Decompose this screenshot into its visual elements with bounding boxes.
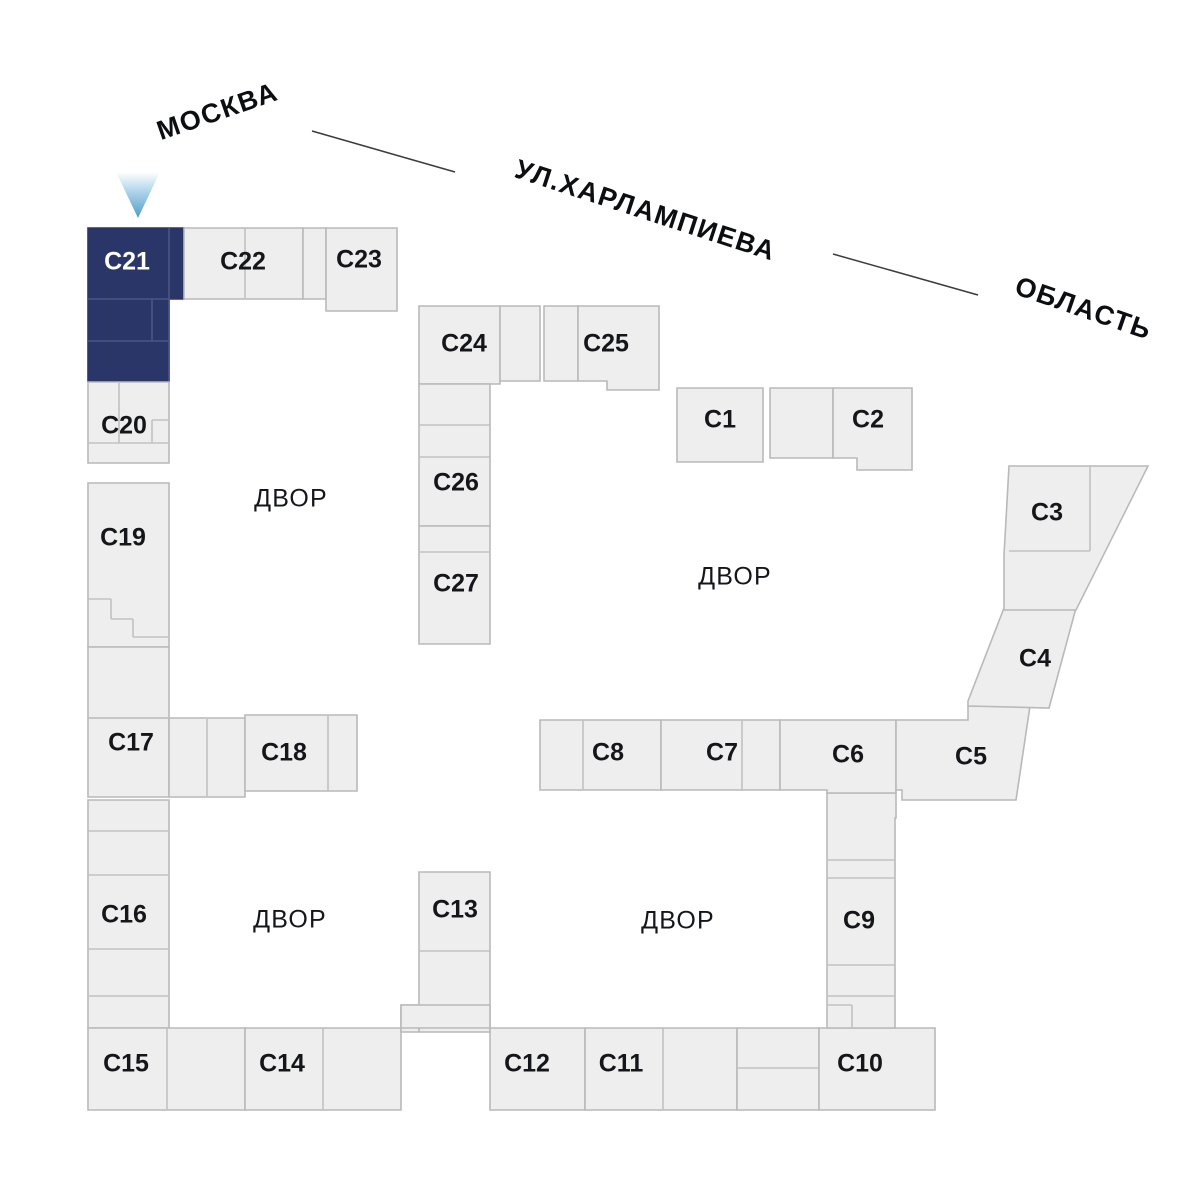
block-group-C10[interactable]: C10 <box>818 1027 936 1111</box>
building-C23-footprint[interactable] <box>325 227 398 312</box>
leader-line-left <box>311 130 456 173</box>
block-label-C22: C22 <box>220 248 266 276</box>
block-label-C24: C24 <box>441 330 487 358</box>
block-label-C11: C11 <box>599 1050 644 1078</box>
building-C27-footprint[interactable] <box>418 525 491 645</box>
road-label-region: ОБЛАСТЬ <box>1011 271 1156 346</box>
block-group-C8[interactable]: C8 <box>539 719 662 791</box>
block-group-C6[interactable]: C6 <box>779 719 897 794</box>
building-C2-footprint[interactable] <box>832 387 913 471</box>
block-group-C24[interactable]: C24 <box>418 305 501 385</box>
block-group-C27[interactable]: C27 <box>418 525 491 645</box>
block-label-C25: C25 <box>583 330 629 358</box>
building-C1-footprint[interactable] <box>676 387 764 463</box>
block-group-C22[interactable]: C22 <box>183 227 304 300</box>
block-group-C15[interactable]: C15 <box>87 1027 246 1111</box>
building-C5-footprint[interactable] <box>895 705 1031 801</box>
block-label-C27: C27 <box>433 570 479 598</box>
block-label-C13: C13 <box>432 896 478 924</box>
block-group-C4[interactable]: C4 <box>967 607 1078 709</box>
block-group-C22b[interactable] <box>302 227 327 300</box>
road-label-moscow: МОСКВА <box>153 77 282 146</box>
block-group-C18[interactable]: C18 <box>244 714 358 792</box>
block-group-C23[interactable]: C23 <box>325 227 398 312</box>
block-group-C16[interactable]: C16 <box>87 799 170 1029</box>
building-C25b-footprint[interactable] <box>543 305 579 382</box>
block-label-C6: C6 <box>832 741 864 769</box>
block-label-C5: C5 <box>955 743 987 771</box>
block-label-C8: C8 <box>592 739 624 767</box>
block-group-C2[interactable]: C2 <box>832 387 913 471</box>
block-label-C16: C16 <box>101 901 147 929</box>
block-group-C19[interactable]: C19 <box>87 482 170 648</box>
block-label-C17: C17 <box>108 729 154 757</box>
building-C19-footprint[interactable] <box>87 482 170 648</box>
block-label-C18: C18 <box>261 739 307 767</box>
yard-label-se: ДВОР <box>641 907 715 935</box>
block-group-C25b[interactable] <box>543 305 579 382</box>
block-label-C9: C9 <box>843 907 875 935</box>
block-group-C11[interactable]: C11 <box>584 1027 738 1111</box>
building-C25-footprint[interactable] <box>577 305 660 391</box>
yard-label-sw: ДВОР <box>253 906 327 934</box>
block-label-C4: C4 <box>1019 645 1051 673</box>
road-label-street: УЛ.ХАРЛАМПИЕВА <box>511 154 779 267</box>
block-label-C2: C2 <box>852 406 884 434</box>
block-group-C7[interactable]: C7 <box>660 719 781 791</box>
block-label-C23: C23 <box>336 246 382 274</box>
block-group-C3[interactable]: C3 <box>1003 465 1150 611</box>
block-group-C17[interactable]: C17 <box>87 646 246 798</box>
block-label-C15: C15 <box>103 1050 149 1078</box>
block-group-C20[interactable]: C20 <box>87 381 170 464</box>
building-C13-stub-footprint[interactable] <box>400 1004 491 1029</box>
block-label-C7: C7 <box>706 739 738 767</box>
block-label-C12: C12 <box>504 1050 550 1078</box>
block-label-C1: C1 <box>704 406 736 434</box>
building-C11b-footprint[interactable] <box>736 1027 820 1111</box>
building-C18-footprint[interactable] <box>244 714 358 792</box>
block-group-C12[interactable]: C12 <box>489 1027 586 1111</box>
block-group-C5[interactable]: C5 <box>895 705 1031 801</box>
block-group-C25[interactable]: C25 <box>577 305 660 391</box>
block-group-C9[interactable]: C9 <box>826 792 897 1029</box>
building-C1b-footprint[interactable] <box>769 387 834 459</box>
block-group-C11b[interactable] <box>736 1027 820 1111</box>
block-group-C24b[interactable] <box>499 305 541 382</box>
building-C24-footprint[interactable] <box>418 305 501 385</box>
block-label-C14: C14 <box>259 1050 305 1078</box>
block-label-C20: C20 <box>101 412 147 440</box>
building-C3-footprint[interactable] <box>1003 465 1150 611</box>
block-group-C13[interactable]: C13 <box>400 871 491 1033</box>
block-group-C21[interactable]: C21 <box>87 227 185 383</box>
yard-label-ne: ДВОР <box>698 563 772 591</box>
block-label-C10: C10 <box>837 1050 883 1078</box>
block-group-C1[interactable]: C1 <box>676 387 764 463</box>
block-label-C3: C3 <box>1031 499 1063 527</box>
block-group-C14[interactable]: C14 <box>244 1027 402 1111</box>
block-label-C21: C21 <box>104 248 150 276</box>
building-C17-footprint[interactable] <box>87 646 170 798</box>
location-marker-icon <box>116 172 160 218</box>
block-label-C26: C26 <box>433 469 479 497</box>
building-C24b-footprint[interactable] <box>499 305 541 382</box>
block-label-C19: C19 <box>100 524 146 552</box>
yard-label-nw: ДВОР <box>254 485 328 513</box>
building-C10-footprint[interactable] <box>818 1027 936 1111</box>
block-group-C26[interactable]: C26 <box>418 383 491 527</box>
block-group-C1b[interactable] <box>769 387 834 459</box>
block-group-C13-stub[interactable] <box>400 1004 491 1029</box>
leader-line-right <box>832 253 979 296</box>
building-C26-footprint[interactable] <box>418 383 491 527</box>
building-C22b-footprint[interactable] <box>302 227 327 300</box>
